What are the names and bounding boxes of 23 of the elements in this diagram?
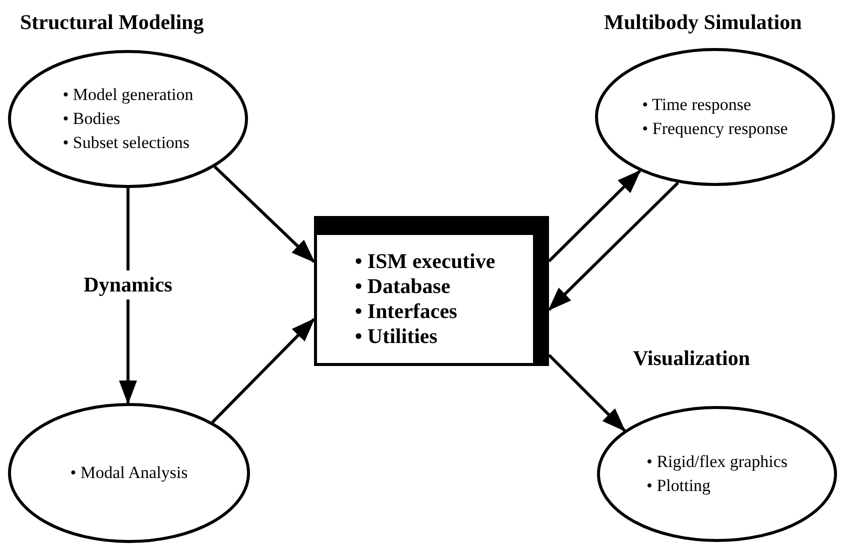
bullet-item: • Time response bbox=[642, 94, 752, 116]
section-heading: Multibody Simulation bbox=[604, 10, 802, 35]
bullet-item: • Rigid/flex graphics bbox=[646, 451, 788, 473]
bullet-item: • Plotting bbox=[646, 475, 711, 497]
arrow bbox=[548, 170, 642, 262]
bullet-item: • Utilities bbox=[354, 324, 438, 349]
section-heading: Structural Modeling bbox=[20, 10, 204, 35]
bullet-item: • Interfaces bbox=[354, 299, 458, 324]
arrow bbox=[211, 318, 316, 424]
arrow bbox=[548, 182, 680, 311]
bullet-item: • Bodies bbox=[62, 108, 120, 130]
bullet-item: • Frequency response bbox=[642, 118, 788, 140]
bullet-item: • Subset selections bbox=[62, 132, 190, 154]
ellipse-node bbox=[8, 403, 250, 543]
bullet-item: • Modal Analysis bbox=[70, 462, 188, 484]
bullet-item: • Database bbox=[354, 274, 450, 299]
process-box bbox=[314, 216, 549, 366]
bullet-item: • ISM executive bbox=[354, 249, 496, 274]
section-heading: Visualization bbox=[633, 346, 750, 371]
edge-label: Dynamics bbox=[84, 270, 172, 300]
arrow bbox=[214, 166, 316, 263]
arrow bbox=[548, 354, 626, 432]
bullet-item: • Model generation bbox=[62, 84, 194, 106]
